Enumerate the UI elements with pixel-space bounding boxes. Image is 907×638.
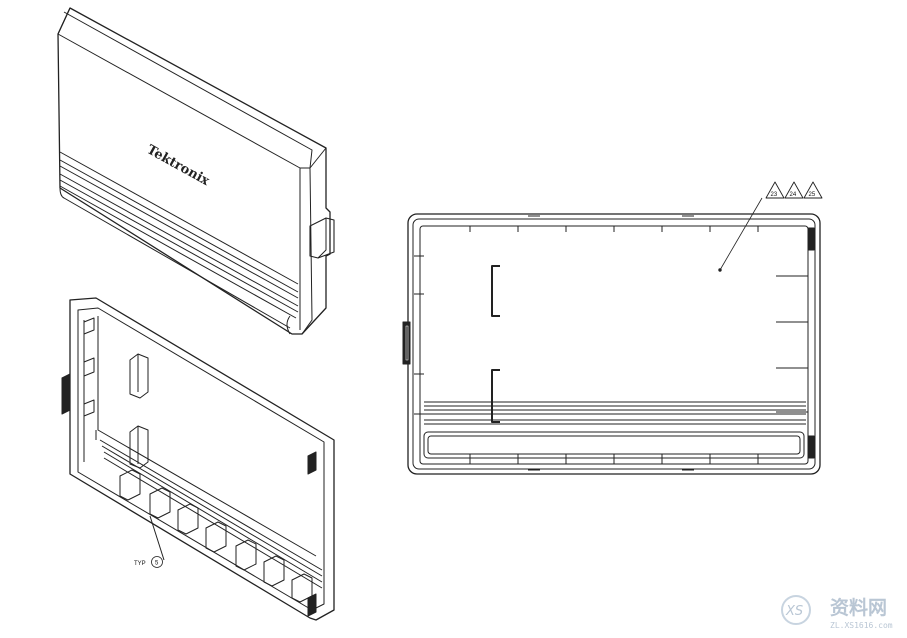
watermark-url: ZL.XS1616.com xyxy=(830,621,893,630)
watermark-logo-icon xyxy=(781,595,811,625)
brand-logo-text: Tektronix xyxy=(144,142,212,189)
housing-plan-view: 23 24 25 xyxy=(402,181,823,475)
housing-exterior-view: Tektronix xyxy=(57,7,335,335)
watermark: XS 资料网 ZL.XS1616.com xyxy=(781,595,893,630)
callout-25: 25 xyxy=(809,192,816,198)
callout-24: 24 xyxy=(790,192,797,198)
callout-23: 23 xyxy=(771,192,778,198)
housing-interior-view: TYP 5 xyxy=(61,297,335,621)
watermark-logo-text: XS xyxy=(785,604,803,619)
watermark-chinese-text: 资料网 xyxy=(830,596,887,619)
typ-number: 5 xyxy=(155,561,159,567)
typ-label: TYP xyxy=(134,561,146,567)
